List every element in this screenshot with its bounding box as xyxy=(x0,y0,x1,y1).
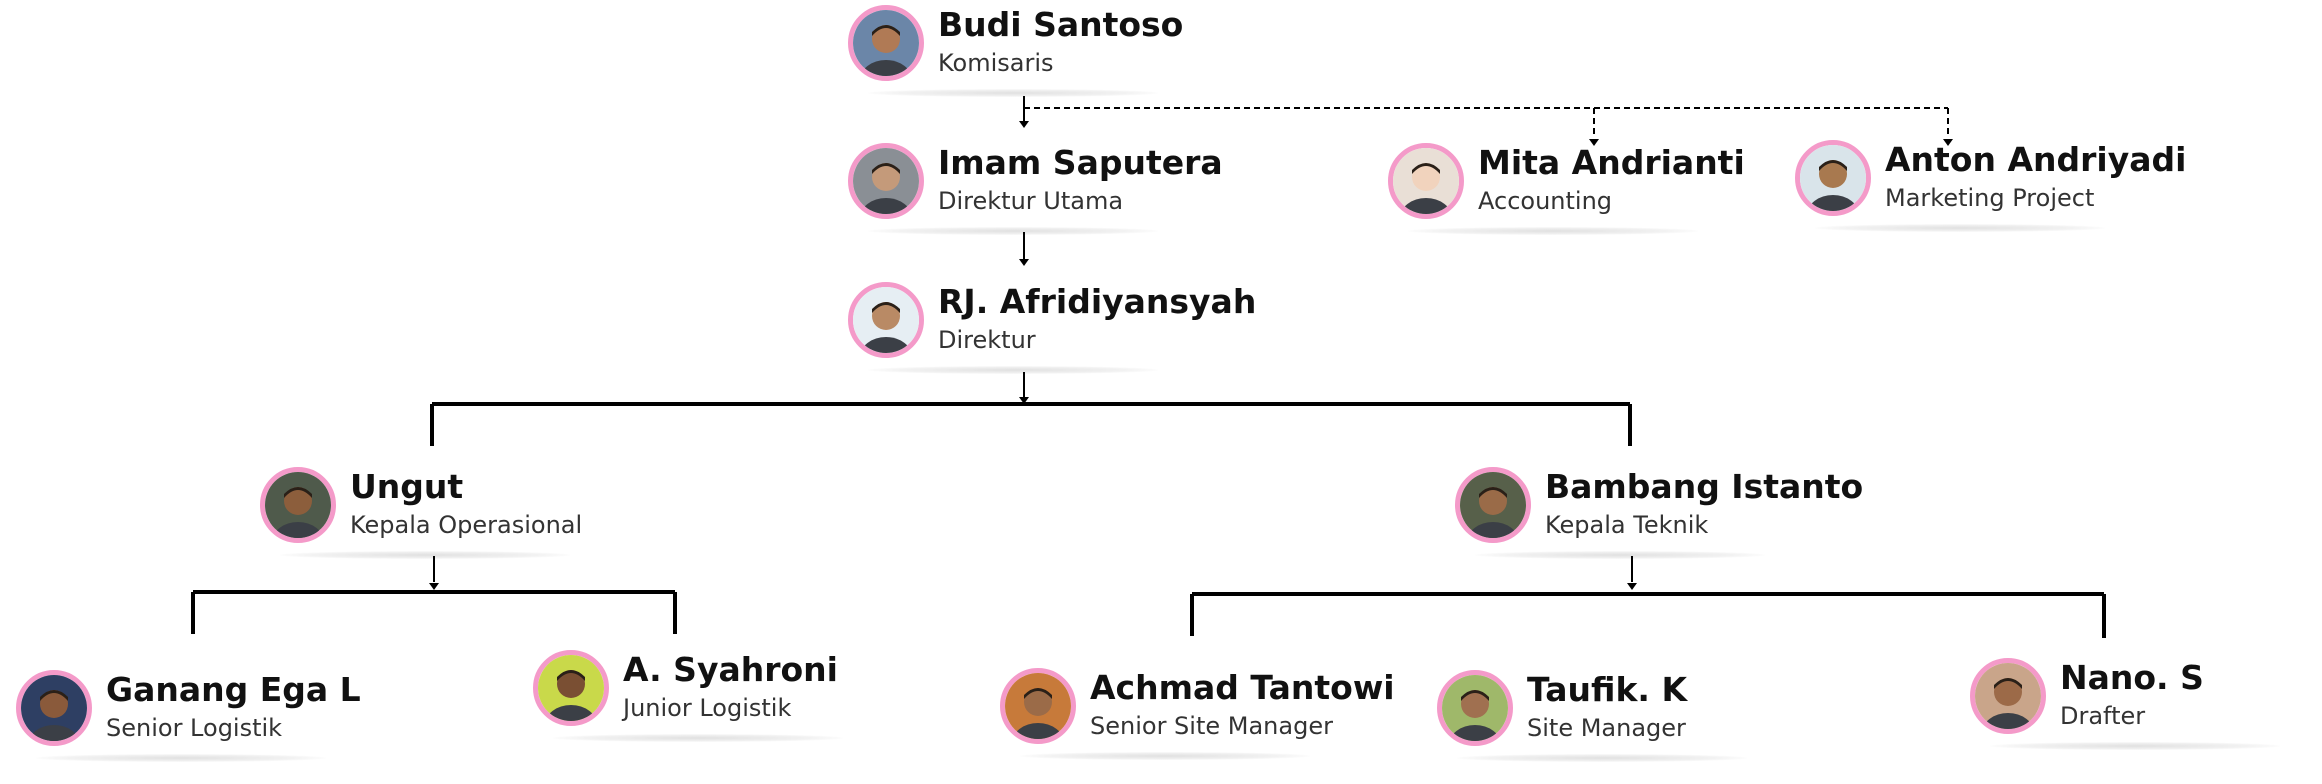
person-role: Senior Site Manager xyxy=(1090,712,1333,740)
person-role: Senior Logistik xyxy=(106,714,283,742)
person-card-taufik: Taufik. K Site Manager xyxy=(1437,670,1767,770)
card-shadow xyxy=(1475,551,1765,559)
arrowhead xyxy=(1943,139,1953,146)
card-shadow xyxy=(280,551,570,559)
person-name: Anton Andriyadi xyxy=(1885,140,2187,179)
person-role: Kepala Teknik xyxy=(1545,511,1709,539)
person-role: Drafter xyxy=(2060,702,2146,730)
card-shadow xyxy=(868,89,1158,97)
avatar-photo xyxy=(1455,467,1531,543)
card-shadow xyxy=(868,227,1158,235)
arrowhead xyxy=(1019,259,1029,266)
avatar-photo xyxy=(848,282,924,358)
person-name: Budi Santoso xyxy=(938,5,1184,44)
arrowhead xyxy=(1019,121,1029,128)
arrowhead xyxy=(1627,583,1637,590)
person-name: Imam Saputera xyxy=(938,143,1223,182)
card-shadow xyxy=(1457,754,1747,762)
card-shadow xyxy=(1990,742,2280,750)
person-role: Direktur Utama xyxy=(938,187,1124,215)
person-role: Kepala Operasional xyxy=(350,511,583,539)
person-role: Junior Logistik xyxy=(623,694,792,722)
arrowhead xyxy=(1019,397,1029,404)
person-name: Achmad Tantowi xyxy=(1090,668,1395,707)
person-role: Marketing Project xyxy=(1885,184,2095,212)
person-card-ganang: Ganang Ega L Senior Logistik xyxy=(16,670,361,770)
person-role: Site Manager xyxy=(1527,714,1686,742)
person-name: Nano. S xyxy=(2060,658,2204,697)
person-name: Taufik. K xyxy=(1527,670,1688,709)
person-role: Direktur xyxy=(938,326,1036,354)
avatar-photo xyxy=(260,467,336,543)
person-name: Ungut xyxy=(350,467,464,506)
avatar-photo xyxy=(16,670,92,746)
avatar-photo xyxy=(848,143,924,219)
arrowhead xyxy=(1589,139,1599,146)
card-shadow xyxy=(36,754,326,762)
avatar-photo xyxy=(533,650,609,726)
person-card-nano: Nano. S Drafter xyxy=(1970,658,2300,758)
avatar-photo xyxy=(848,5,924,81)
arrowhead xyxy=(429,583,439,590)
avatar-photo xyxy=(1795,140,1871,216)
person-role: Komisaris xyxy=(938,49,1054,77)
card-shadow xyxy=(1815,224,2105,232)
person-name: RJ. Afridiyansyah xyxy=(938,282,1257,321)
avatar-photo xyxy=(1970,658,2046,734)
avatar-photo xyxy=(1437,670,1513,746)
avatar-photo xyxy=(1388,143,1464,219)
person-name: Bambang Istanto xyxy=(1545,467,1864,506)
card-shadow xyxy=(868,366,1158,374)
person-role: Accounting xyxy=(1478,187,1613,215)
person-name: Ganang Ega L xyxy=(106,670,361,709)
card-shadow xyxy=(1020,752,1310,760)
card-shadow xyxy=(553,734,843,742)
person-name: Mita Andrianti xyxy=(1478,143,1745,182)
avatar-photo xyxy=(1000,668,1076,744)
card-shadow xyxy=(1408,227,1698,235)
person-name: A. Syahroni xyxy=(623,650,838,689)
